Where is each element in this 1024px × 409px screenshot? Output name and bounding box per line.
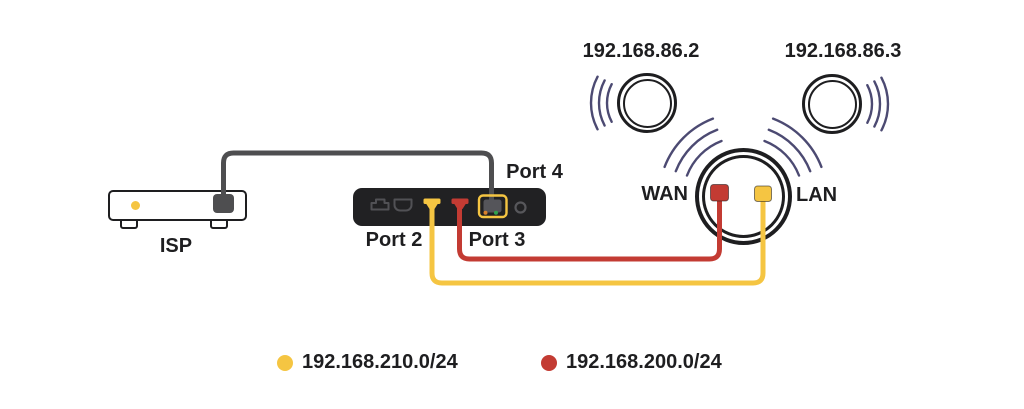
wifi-signal-icon <box>866 76 890 132</box>
router-inner-ring <box>702 155 785 238</box>
yellow-network-label: 192.168.210.0/24 <box>302 351 458 373</box>
isp-power-led <box>131 201 140 210</box>
isp-modem <box>108 190 247 221</box>
port4-label: Port 4 <box>506 161 563 183</box>
red-network-swatch <box>541 354 557 371</box>
lan-label: LAN <box>796 184 838 206</box>
router-device <box>695 148 792 245</box>
mesh-point-1 <box>617 73 677 133</box>
port3-label: Port 3 <box>468 229 526 251</box>
red-network-label: 192.168.200.0/24 <box>566 351 722 373</box>
yellow-network-swatch <box>277 354 293 371</box>
mesh-point-2-inner-ring <box>807 79 857 129</box>
legend-item: 192.168.210.0/24 <box>277 351 458 374</box>
mesh-point-1-inner-ring <box>622 78 672 128</box>
mesh-point-1-ip-label: 192.168.86.2 <box>582 40 700 62</box>
legend-item: 192.168.200.0/24 <box>541 351 722 374</box>
wan-label: WAN <box>641 183 688 205</box>
isp-label: ISP <box>159 235 193 257</box>
port2-label: Port 2 <box>365 229 423 251</box>
wifi-signal-icon <box>589 75 613 131</box>
mesh-point-2 <box>802 74 862 134</box>
switch-device <box>353 188 546 226</box>
mesh-point-2-ip-label: 192.168.86.3 <box>784 40 902 62</box>
